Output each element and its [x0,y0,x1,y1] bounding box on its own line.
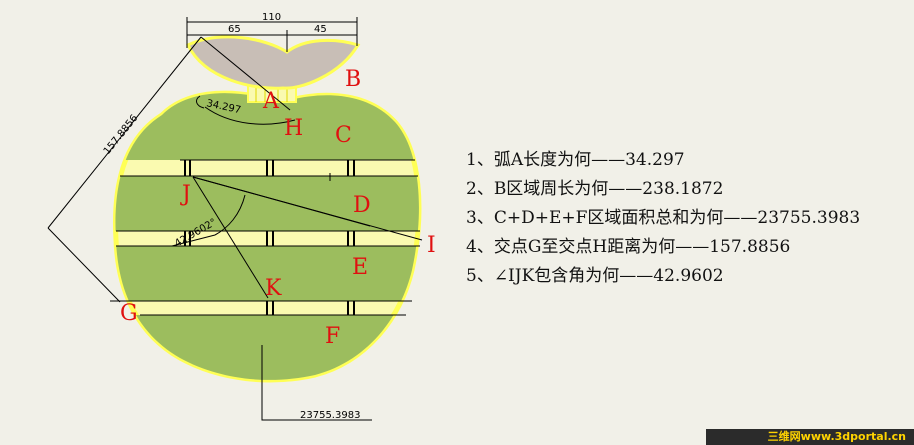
region-f [115,315,419,380]
region-e [115,246,419,301]
dim-area: 23755.3983 [300,410,360,421]
question-4: 4、交点G至交点H距离为何——157.8856 [466,237,791,257]
leaf-region-b [185,35,361,90]
area-leader [261,345,372,421]
question-2: 2、B区域周长为何——238.1872 [466,179,724,199]
angle-lines [171,176,423,299]
label-h: H [284,116,303,141]
question-3: 3、C+D+E+F区域面积总和为何——23755.3983 [466,208,861,228]
slant-dimension [47,36,291,303]
connector-ticks [184,160,355,315]
label-c: C [335,123,352,148]
question-5: 5、∠IJK包含角为何——42.9602 [466,266,724,286]
label-a: A [262,89,280,114]
watermark: 三维网www.3dportal.cn [706,429,914,445]
label-j: J [180,182,191,207]
label-g: G [120,301,138,326]
label-e: E [352,255,368,280]
label-i: I [427,233,436,258]
question-1: 1、弧A长度为何——34.297 [466,150,685,170]
label-d: D [353,193,371,218]
dim-top-total: 110 [262,12,281,23]
dim-top-left: 65 [228,24,241,35]
top-dimension [186,17,358,52]
region-d [115,176,419,231]
label-b: B [345,67,361,92]
label-f: F [325,324,340,349]
label-k: K [265,276,282,301]
dim-top-right: 45 [314,24,327,35]
arc-a [204,106,296,125]
